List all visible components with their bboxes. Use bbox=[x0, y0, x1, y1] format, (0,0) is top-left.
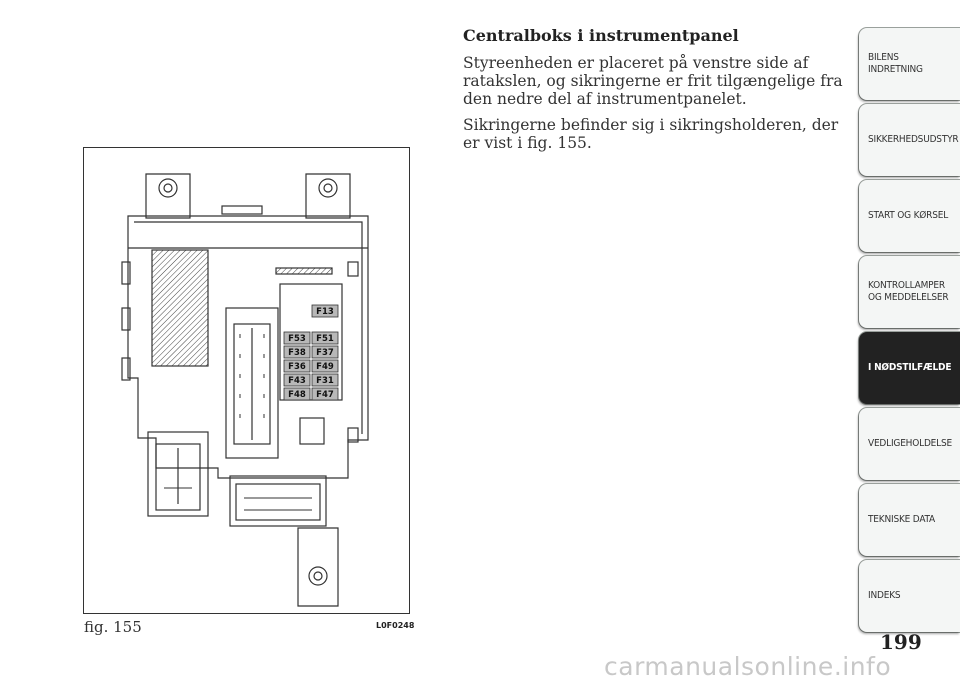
tab-start-og-korsel[interactable]: START OG KØRSEL bbox=[859, 180, 960, 252]
fuse-label: F43 bbox=[288, 376, 306, 386]
tab-i-nodstilfaelde[interactable]: I NØDSTILFÆLDE bbox=[859, 332, 960, 404]
fuse-label: F53 bbox=[288, 334, 306, 344]
tab-label: I NØDSTILFÆLDE bbox=[868, 362, 952, 373]
fuse-label: F51 bbox=[316, 334, 334, 344]
tab-label-line2: OG MEDDELELSER bbox=[868, 292, 949, 303]
fuse-box-drawing: F13 F53 F38 F36 F43 F48 F51 F37 F49 bbox=[121, 173, 369, 607]
tab-label: KONTROLLAMPER bbox=[868, 280, 945, 291]
tab-label: SIKKERHEDSUDSTYR bbox=[868, 134, 959, 145]
fuse-f13 bbox=[311, 304, 339, 318]
fuse-label: F49 bbox=[316, 362, 334, 372]
tab-label: BILENS bbox=[868, 52, 899, 63]
figure-code: L0F0248 bbox=[376, 621, 415, 630]
fuse-label: F37 bbox=[316, 348, 334, 358]
tab-label: VEDLIGEHOLDELSE bbox=[868, 438, 952, 449]
fuse-label: F47 bbox=[316, 390, 334, 400]
watermark: carmanualsonline.info bbox=[604, 652, 892, 681]
fuse-column-right: F51 F37 F49 F31 F47 bbox=[311, 331, 339, 401]
paragraph-fuses: Sikringerne befinder sig i sikringsholde… bbox=[463, 116, 839, 152]
fuse-box-figure: F13 F53 F38 F36 F43 F48 F51 F37 F49 bbox=[83, 147, 410, 614]
tab-label: INDEKS bbox=[868, 590, 901, 601]
fuse-label: F13 bbox=[316, 307, 334, 317]
fuse-label: F31 bbox=[316, 376, 334, 386]
page-number: 199 bbox=[880, 630, 922, 654]
fuse-column-left: F53 F38 F36 F43 F48 bbox=[283, 331, 311, 401]
section-heading: Centralboks i instrumentpanel bbox=[463, 26, 739, 45]
tab-sikkerhedsudstyr[interactable]: SIKKERHEDSUDSTYR bbox=[859, 104, 960, 176]
tab-label: TEKNISKE DATA bbox=[868, 514, 936, 525]
paragraph-location: Styreenheden er placeret på venstre side… bbox=[463, 54, 843, 108]
tab-label-line2: INDRETNING bbox=[868, 64, 923, 75]
tab-label: START OG KØRSEL bbox=[868, 210, 948, 221]
fuse-label: F48 bbox=[288, 390, 306, 400]
tab-tekniske-data[interactable]: TEKNISKE DATA bbox=[859, 484, 960, 556]
tab-indeks[interactable]: INDEKS bbox=[859, 560, 960, 632]
fuse-label: F36 bbox=[288, 362, 306, 372]
figure-caption: fig. 155 bbox=[84, 618, 142, 636]
tab-vedligeholdelse[interactable]: VEDLIGEHOLDELSE bbox=[859, 408, 960, 480]
fuse-label: F38 bbox=[288, 348, 306, 358]
